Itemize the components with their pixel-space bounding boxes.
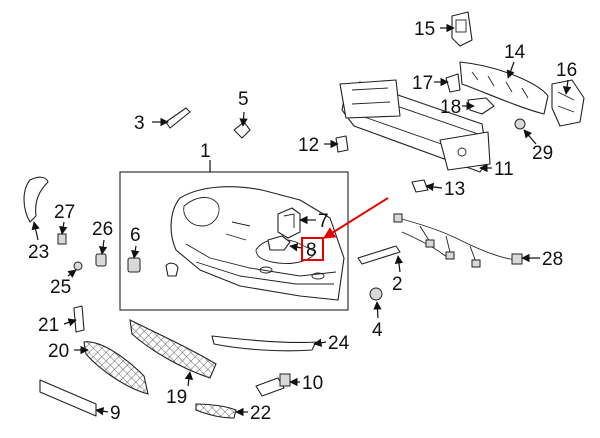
callout-29: 29 (532, 143, 553, 164)
callout-26: 26 (92, 219, 113, 240)
callout-28: 28 (542, 249, 563, 270)
part-26-sensor (95, 253, 107, 267)
part-24-trim (211, 335, 317, 352)
callout-5: 5 (238, 89, 249, 110)
highlight-box (301, 237, 324, 261)
part-22-grille (195, 403, 237, 419)
callout-12: 12 (298, 135, 319, 156)
bumper-cover-box (119, 171, 349, 311)
energy-absorber (459, 61, 549, 115)
callout-1: 1 (200, 141, 211, 162)
callout-8: 8 (306, 240, 317, 261)
callout-23: 23 (28, 242, 49, 263)
highlight-arrow (322, 197, 389, 239)
part-2-strip (357, 245, 401, 265)
callout-11: 11 (494, 159, 514, 180)
part-29-bolt (514, 118, 526, 130)
part-5-retainer (233, 121, 251, 139)
bumper-cover-part (170, 186, 345, 301)
part-13-clip (411, 179, 429, 193)
part-3-strip (165, 107, 191, 129)
part-4-grommet (369, 287, 383, 301)
part-10-connector (255, 373, 291, 397)
part-16-bracket (551, 79, 585, 127)
callout-4: 4 (372, 320, 383, 341)
part-6-clip (127, 257, 141, 273)
callout-16: 16 (556, 60, 577, 81)
callout-7: 7 (318, 211, 329, 232)
callout-9: 9 (110, 403, 121, 424)
part-25-nut (73, 261, 83, 271)
part-8-bracket (267, 235, 291, 251)
part-15-bracket (451, 11, 473, 47)
part-23-bracket (23, 176, 49, 223)
callout-3: 3 (134, 113, 145, 134)
callout-6: 6 (130, 225, 141, 246)
callout-25: 25 (50, 277, 71, 298)
callout-27: 27 (54, 202, 75, 223)
part-7-bracket (277, 207, 301, 239)
part-17-tab (445, 73, 461, 93)
small-clip-in-box (165, 262, 179, 277)
leader-lines (31, 23, 572, 417)
callout-22: 22 (250, 403, 271, 424)
callout-20: 20 (48, 341, 69, 362)
callout-10: 10 (302, 373, 323, 394)
callout-24: 24 (328, 333, 350, 354)
part-20-grille (83, 341, 149, 395)
callout-15: 15 (414, 19, 435, 40)
callout-21: 21 (38, 315, 59, 336)
callout-19: 19 (166, 387, 187, 408)
callout-2: 2 (392, 274, 403, 295)
callout-18: 18 (440, 97, 461, 118)
callout-13: 13 (444, 179, 465, 200)
part-19-grille (129, 319, 217, 379)
part-27-clip (57, 233, 67, 245)
part-21-strip (73, 305, 85, 333)
part-9-plate (39, 379, 97, 417)
callout-17: 17 (412, 73, 433, 94)
wiring-harness (393, 213, 523, 268)
reinforcement-beam (339, 79, 491, 173)
callout-14: 14 (504, 42, 526, 63)
